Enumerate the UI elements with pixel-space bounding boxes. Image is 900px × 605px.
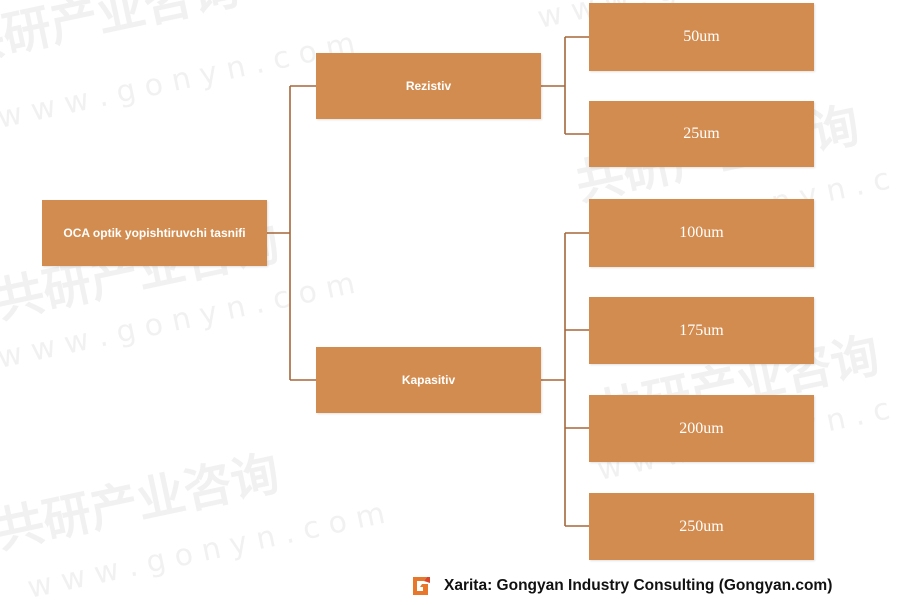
connector-kapasitiv-to-leaves bbox=[541, 232, 589, 527]
leaf-node-label: 50um bbox=[683, 28, 720, 45]
leaf-node-label: 175um bbox=[679, 321, 724, 339]
connector-root-to-branches bbox=[267, 85, 316, 381]
leaf-node-100um: 100um bbox=[589, 199, 814, 267]
leaf-node-label: 250um bbox=[679, 517, 724, 535]
branch-node-kapasitiv: Kapasitiv bbox=[316, 347, 541, 413]
leaf-node-250um: 250um bbox=[589, 493, 814, 560]
leaf-node-25um: 25um bbox=[589, 101, 814, 167]
leaf-node-50um: 50um bbox=[589, 3, 814, 71]
source-text: Xarita: Gongyan Industry Consulting (Gon… bbox=[444, 577, 833, 594]
gongyan-g-logo-icon bbox=[413, 577, 430, 595]
source-footer: Xarita: Gongyan Industry Consulting (Gon… bbox=[410, 574, 832, 598]
branch-node-label: Kapasitiv bbox=[401, 373, 456, 387]
leaf-node-175um: 175um bbox=[589, 297, 814, 364]
root-node-label: OCA optik yopishtiruvchi tasnifi bbox=[63, 226, 246, 240]
leaf-node-label: 25um bbox=[683, 125, 720, 142]
leaf-node-label: 100um bbox=[679, 224, 724, 241]
branch-node-rezistiv: Rezistiv bbox=[316, 53, 541, 119]
leaf-node-200um: 200um bbox=[589, 395, 814, 462]
root-node: OCA optik yopishtiruvchi tasnifi bbox=[42, 200, 267, 266]
connector-rezistiv-to-leaves bbox=[541, 36, 589, 135]
branch-node-label: Rezistiv bbox=[405, 79, 452, 93]
leaf-node-label: 200um bbox=[679, 419, 724, 437]
